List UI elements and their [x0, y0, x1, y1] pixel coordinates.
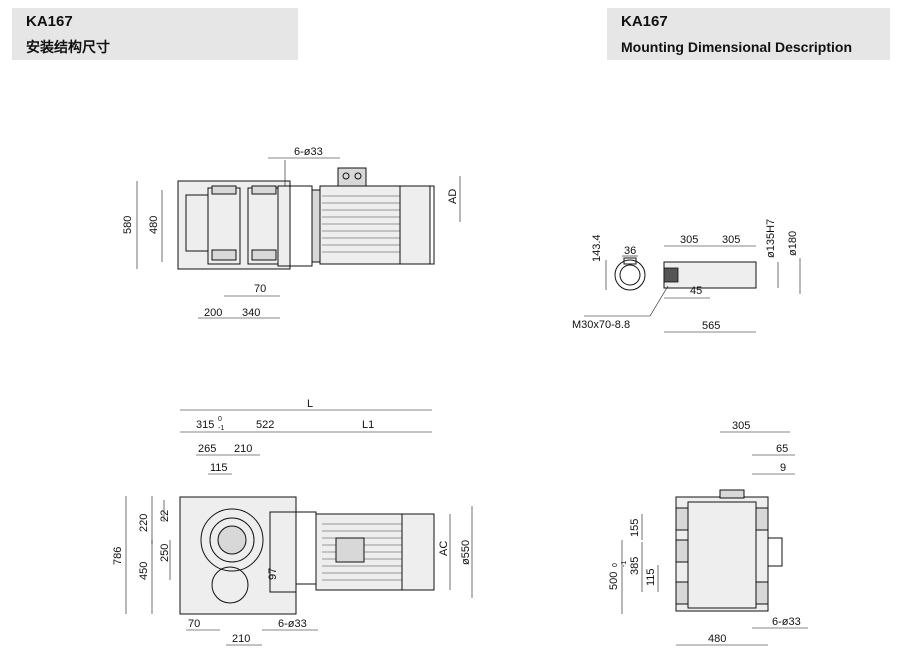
motor-body [319, 185, 431, 265]
terminal-box [335, 537, 365, 563]
dim-ac: AC [438, 541, 450, 556]
side-view: L 315 0 -1 522 L1 265 210 115 786 220 22… [112, 398, 473, 646]
shaft-detail: 143.4 36 305 305 ø135H7 ø180 45 565 M30x… [572, 219, 801, 333]
dim-550: ø550 [460, 540, 472, 565]
model-code: KA167 [26, 13, 73, 30]
header-left: KA167 安装结构尺寸 [12, 8, 298, 60]
hollow-shaft-circle [614, 259, 646, 291]
dim-210: 210 [234, 443, 252, 455]
side-pad [675, 539, 689, 563]
dim-580: 580 [122, 216, 134, 234]
end-view: 305 65 9 500 0 -1 155 385 115 480 6-ø33 [608, 420, 808, 646]
dim-265: 265 [198, 443, 216, 455]
fan-cover [401, 513, 435, 591]
fan-cover [399, 185, 435, 265]
dim-holes-side: 6-ø33 [278, 618, 307, 630]
dim-305-end: 305 [732, 420, 750, 432]
dim-70-side: 70 [188, 618, 200, 630]
dim-L1: L1 [362, 419, 374, 431]
mounting-pad [251, 185, 277, 195]
dim-115-end: 115 [645, 568, 657, 586]
header-right: KA167 Mounting Dimensional Description [607, 8, 890, 60]
section-title-en: Mounting Dimensional Description [621, 39, 853, 55]
mounting-pad [251, 249, 277, 261]
side-pad [755, 581, 769, 605]
top-view: 6-ø33 580 480 AD 70 200 340 [122, 146, 461, 319]
side-pad [675, 507, 689, 531]
gearbox-end-body [675, 496, 769, 612]
motor-flange [311, 189, 321, 263]
dim-36: 36 [624, 245, 636, 257]
dim-97: 97 [267, 568, 279, 580]
dim-210-bottom: 210 [232, 633, 250, 645]
dim-holes-top: 6-ø33 [294, 146, 323, 158]
dim-250: 250 [159, 544, 171, 562]
mounting-pad [211, 185, 237, 195]
dim-180: ø180 [787, 231, 799, 256]
terminal-box [337, 167, 367, 187]
motor-fins [322, 195, 400, 253]
dim-305-a: 305 [680, 234, 698, 246]
dim-480: 480 [148, 216, 160, 234]
terminal-bolt-icon [354, 172, 362, 180]
dim-522: 522 [256, 419, 274, 431]
dim-340: 340 [242, 307, 260, 319]
dim-500: 500 [608, 572, 620, 590]
dim-70: 70 [254, 283, 266, 295]
side-pad [675, 581, 689, 605]
side-pad [755, 507, 769, 531]
section-title-cn: 安装结构尺寸 [26, 39, 110, 55]
dim-315-tol-lower: -1 [218, 425, 224, 432]
dim-L: L [307, 398, 313, 410]
model-code-en: KA167 [621, 13, 668, 30]
dim-115: 115 [210, 462, 228, 474]
dim-200: 200 [204, 307, 222, 319]
dim-480-end: 480 [708, 633, 726, 645]
dim-9: 9 [780, 462, 786, 474]
top-mounting-pad [719, 489, 745, 499]
dim-65: 65 [776, 443, 788, 455]
dim-385: 385 [629, 557, 641, 575]
dim-305-b: 305 [722, 234, 740, 246]
dim-holes-end: 6-ø33 [772, 616, 801, 628]
dim-45: 45 [690, 285, 702, 297]
dim-22: 22 [159, 510, 171, 522]
terminal-bolt-icon [342, 172, 350, 180]
dim-ad: AD [447, 189, 459, 204]
dim-450: 450 [138, 562, 150, 580]
gearbox-side-body [179, 496, 297, 615]
dim-500-tol-lower: -1 [621, 561, 628, 567]
dim-135h7: ø135H7 [765, 219, 777, 258]
dim-315-tol: 0 [218, 416, 222, 423]
dim-315: 315 [196, 419, 214, 431]
dim-143-4: 143.4 [591, 234, 603, 262]
mounting-pad [211, 249, 237, 261]
dim-500-tol: 0 [612, 563, 619, 567]
shaft-end [767, 537, 783, 567]
dim-220: 220 [138, 514, 150, 532]
hollow-shaft-section [663, 261, 757, 289]
dim-thread: M30x70-8.8 [572, 319, 630, 331]
dim-155: 155 [629, 519, 641, 537]
adapter-flange [295, 511, 317, 585]
dim-565: 565 [702, 320, 720, 332]
output-bore-circle [200, 508, 264, 572]
gear-circle [211, 566, 249, 604]
dim-786: 786 [112, 547, 124, 565]
